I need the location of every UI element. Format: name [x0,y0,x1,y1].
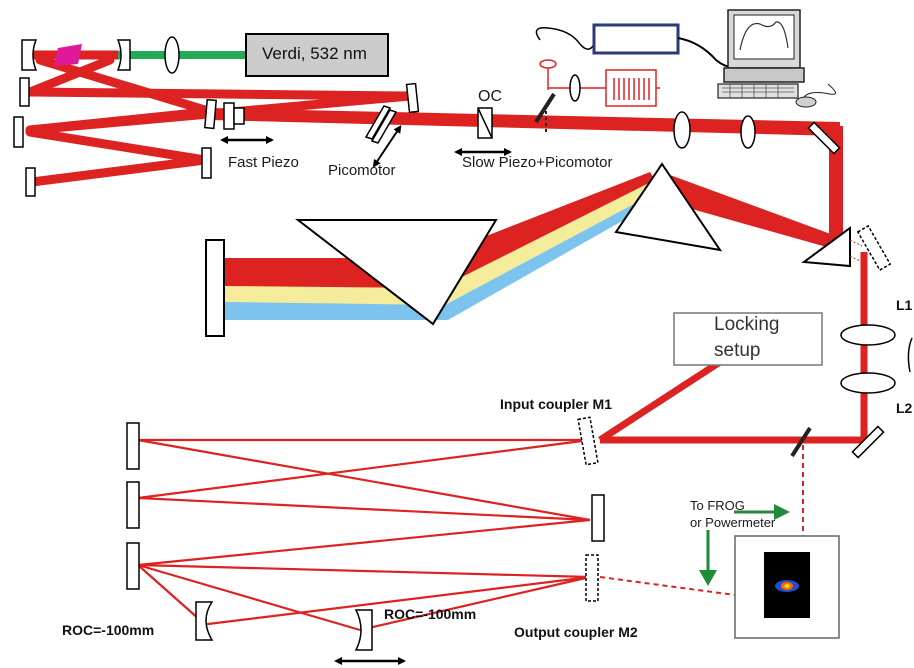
spectrum-red [225,172,655,290]
enhancement-cavity-beams [137,438,591,632]
detector-lens [569,74,581,102]
frog-green-arrows [699,504,790,586]
cavity-mirror-3 [126,542,140,590]
picomotor-arrow [372,125,402,168]
prism-small [614,162,723,252]
oc-label: OC [478,88,502,105]
input-coupler-m1 [577,416,599,466]
ti-sapphire-crystal [54,44,82,66]
locking-setup-box [673,312,823,366]
steering-mirror-top [807,121,841,155]
to-frog-label-line2: or Powermeter [690,515,776,530]
prism-end-mirror [205,239,225,337]
l2-label: L2 [896,400,913,416]
roc-left-label: ROC=-100mm [62,622,155,638]
frog-beam [599,576,736,596]
curved-mirror-left [21,39,38,71]
curved-mirror-right [116,39,131,71]
cavity-mirror-2 [126,481,140,529]
lens-2 [740,115,756,149]
spectrometer [592,23,680,55]
locking-label-line2: setup [714,340,761,361]
spectrum-yellow [225,180,660,305]
verdi-label: Verdi, 532 nm [262,44,367,63]
slow-piezo-label: Slow Piezo+Picomotor [462,154,613,171]
fast-piezo-label: Fast Piezo [228,154,299,171]
output-coupler-m2 [585,554,599,602]
locking-label-line1: Locking [714,314,780,335]
lens-L1 [840,324,896,346]
cavity-mirror-4 [591,494,605,542]
pump-lens [164,36,180,74]
to-frog-label-line1: To FROG [690,498,745,513]
computer-icon [717,9,836,108]
lens-L2 [840,372,896,394]
fold-mirrors [13,77,420,197]
input-coupler-label: Input coupler M1 [500,396,612,412]
beam-to-prism2 [660,175,836,248]
cavity-mirror-1 [126,422,140,470]
steering-mirror-bottom [851,425,885,459]
output-coupler-label: Output coupler M2 [514,624,638,640]
curved-mirror-roc-left [195,601,214,641]
roc-right-label: ROC=-100mm [384,606,477,622]
spectrum-blue [225,190,666,320]
picomotor-label: Picomotor [328,162,396,179]
l1-label: L1 [896,297,913,313]
lens-1 [673,111,691,149]
verdi-laser-box [245,33,389,77]
prism-large [295,219,498,326]
flip-mirror [856,224,892,272]
curved-mirror-roc-right [354,609,373,651]
fast-piezo-mount [223,102,235,130]
prism-pickoff [801,226,851,268]
pickoff-plate [790,426,812,458]
